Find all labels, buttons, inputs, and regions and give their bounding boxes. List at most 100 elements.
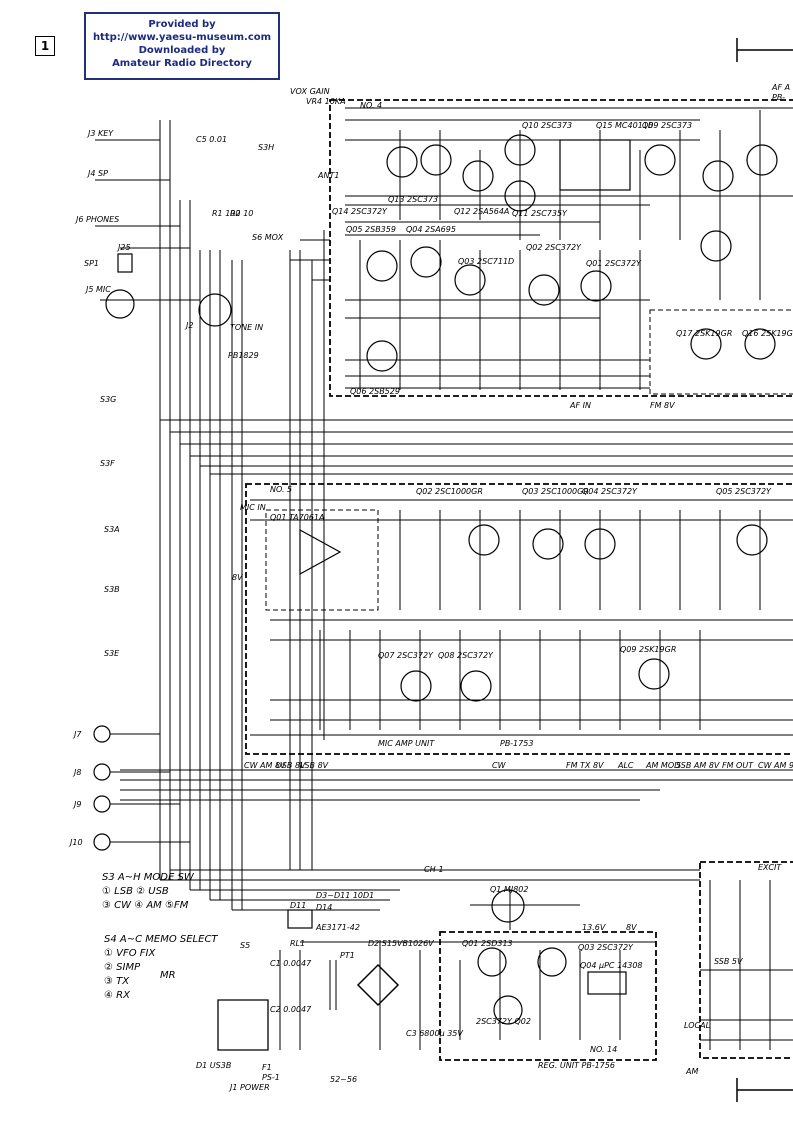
transistor-q18 <box>700 230 732 262</box>
jack-j9 <box>93 795 111 813</box>
label-pt1: PT1 <box>340 951 355 960</box>
label-c5: C5 0.01 <box>196 135 227 144</box>
opamp-q01-mic <box>299 528 342 576</box>
label-ps1: PS-1 <box>262 1073 280 1082</box>
label-ch1: CH-1 <box>424 865 444 874</box>
speaker-sp1 <box>117 253 133 273</box>
transistor-q04-mic <box>584 528 616 560</box>
transistor-q16 <box>744 328 776 360</box>
label-q07b: Q07 2SC372Y <box>378 651 434 660</box>
label-sp1: SP1 <box>84 259 99 268</box>
label-d3-d11: D3~D11 10D1 <box>316 891 374 900</box>
label-tone-in: TONE IN <box>230 323 263 332</box>
legend-s3-line2: ③ CW ④ AM ⑤FM <box>102 900 189 911</box>
transistor-q14 <box>386 146 418 178</box>
label-f1: F1 <box>262 1063 272 1072</box>
label-reg-unit: REG. UNIT PB-1756 <box>538 1061 615 1070</box>
label-alc: ALC <box>617 761 634 770</box>
label-8v: 8V <box>232 573 243 582</box>
transistor-q05-af <box>366 250 398 282</box>
transistor-q07-mic <box>400 670 432 702</box>
label-usb-8v: USB 8V <box>276 761 306 770</box>
legend-s3-title: S3 A~H MODE SW <box>102 872 195 883</box>
label-c1: C1 0.0047 <box>270 959 312 968</box>
label-13-6v: 13.6V <box>582 923 606 932</box>
legend-s3-line1: ① LSB ② USB <box>102 886 169 897</box>
label-j1: J1 POWER <box>228 1083 270 1092</box>
label-af-unit-no: NO. 4 <box>360 101 382 110</box>
label-q03a: Q03 2SC711D <box>458 257 514 266</box>
label-fm-out: FM OUT <box>722 761 754 770</box>
label-pb-edge: PB- <box>772 93 785 102</box>
transistor-q06-af <box>366 340 398 372</box>
label-j5: J5 MIC <box>84 285 111 294</box>
label-q11: Q11 2SC735Y <box>512 209 568 218</box>
label-am-high: AM <box>685 1067 698 1076</box>
jack-j10 <box>93 833 111 851</box>
transistor-q07-af <box>746 144 778 176</box>
label-q05a: Q05 2SB359 <box>346 225 396 234</box>
label-q09b: Q09 2SK19GR <box>620 645 676 654</box>
connector-j2 <box>198 293 232 327</box>
downloaded-by-text: Downloaded by <box>138 45 226 56</box>
provided-by-banner[interactable]: Provided by http://www.yaesu-museum.com … <box>84 12 280 80</box>
transistor-q02-af <box>528 274 560 306</box>
label-vr4: VR4 10KA <box>306 97 346 106</box>
transistor-q17 <box>690 328 722 360</box>
label-q03c: Q03 2SC372Y <box>578 943 634 952</box>
transistor-q01-af <box>580 270 612 302</box>
label-j9: J9 <box>72 800 81 809</box>
label-am-mod: AM MOD <box>645 761 680 770</box>
relay-rl1 <box>287 909 313 929</box>
label-q10: Q10 2SC373 <box>522 121 572 130</box>
label-q04c: Q04 μPC 14308 <box>580 961 643 970</box>
label-cw: CW <box>492 761 507 770</box>
label-vox-gain: VOX GAIN <box>290 87 330 96</box>
page-number: 1 <box>35 36 55 56</box>
transistor-q05-mic <box>736 524 768 556</box>
transistor-q11 <box>504 180 536 212</box>
legend-s4-title: S4 A~C MEMO SELECT <box>104 934 218 945</box>
label-af-a: AF A <box>771 83 790 92</box>
exciter-unit-boundary <box>699 861 793 1059</box>
label-fm-8v: FM 8V <box>650 401 675 410</box>
label-d11: D11 <box>290 901 306 910</box>
label-cw-am-9v: CW AM 9V <box>758 761 793 770</box>
legend-s4-l2: ② SIMP <box>104 962 141 973</box>
label-q01b: Q01 TA7061A <box>270 513 324 522</box>
transistor-q08-af <box>702 160 734 192</box>
label-q03b: Q03 2SC1000GR <box>522 487 589 496</box>
label-q14: Q14 2SC372Y <box>332 207 388 216</box>
label-r2: R2 10 <box>230 209 253 218</box>
label-mic-unit-no: NO. 5 <box>270 485 292 494</box>
label-j3: J3 KEY <box>86 129 114 138</box>
transistor-q1 <box>491 889 525 923</box>
label-d1: D1 US3B <box>196 1061 231 1070</box>
label-q04a: Q04 2SA695 <box>406 225 456 234</box>
label-q16: Q16 2SK19GR <box>742 329 793 338</box>
label-d14: D14 <box>316 903 332 912</box>
af-unit-boundary <box>329 99 793 397</box>
label-q02a: Q02 2SC372Y <box>526 243 582 252</box>
transistor-q10 <box>504 134 536 166</box>
transistor-q03-reg <box>537 947 567 977</box>
mic-connector-j5 <box>105 289 135 319</box>
transistor-q02-reg <box>493 995 523 1025</box>
legend-s4-l3: ③ TX <box>104 976 130 987</box>
provided-by-text: Provided by <box>148 19 216 30</box>
label-s3g: S3G <box>100 395 116 404</box>
label-q02c: 2SC372Y Q02 <box>476 1017 531 1026</box>
mic-ic-boundary <box>265 509 379 611</box>
label-q1: Q1 MJ802 <box>490 885 528 894</box>
label-exciter: EXCIT <box>758 863 782 872</box>
label-fm-tx-8v: FM TX 8V <box>566 761 604 770</box>
transistor-q08-mic <box>460 670 492 702</box>
label-local: LOCAL <box>684 1021 710 1030</box>
label-q08b: Q08 2SC372Y <box>438 651 494 660</box>
label-ant1: ANT1 <box>317 171 339 180</box>
transistor-q04-af <box>410 246 442 278</box>
transistor-q09-af <box>644 144 676 176</box>
provider-url-link[interactable]: http://www.yaesu-museum.com <box>92 32 272 43</box>
label-q04b: Q04 2SC372Y <box>582 487 638 496</box>
